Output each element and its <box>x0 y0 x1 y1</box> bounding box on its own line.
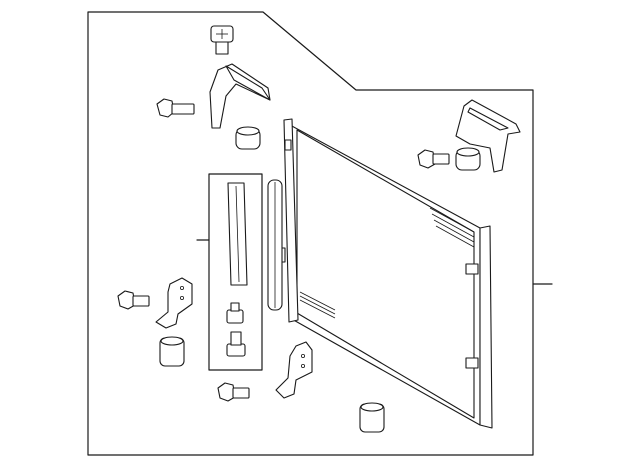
upper-bracket-left <box>209 63 271 129</box>
bolt-lower-left <box>117 290 150 310</box>
dryer-kit-box <box>208 173 263 371</box>
lower-bracket-left <box>155 277 193 329</box>
cushion-lower-left <box>159 336 185 367</box>
lower-bracket-center <box>275 341 313 399</box>
drain-plug-upper <box>226 302 244 324</box>
drain-plug-lower <box>226 331 246 357</box>
cushion-right <box>455 147 481 171</box>
bolt-bottom <box>217 382 250 402</box>
bolt-upper-left <box>156 98 195 118</box>
assembly-frame <box>87 11 534 456</box>
receiver-dryer-tank <box>267 179 283 311</box>
screw-top <box>210 25 234 55</box>
cushion-upper <box>235 126 261 150</box>
desiccant-filter <box>227 182 248 286</box>
bolt-upper-right <box>417 149 450 169</box>
cushion-bottom <box>359 402 385 433</box>
upper-bracket-right <box>455 99 521 173</box>
